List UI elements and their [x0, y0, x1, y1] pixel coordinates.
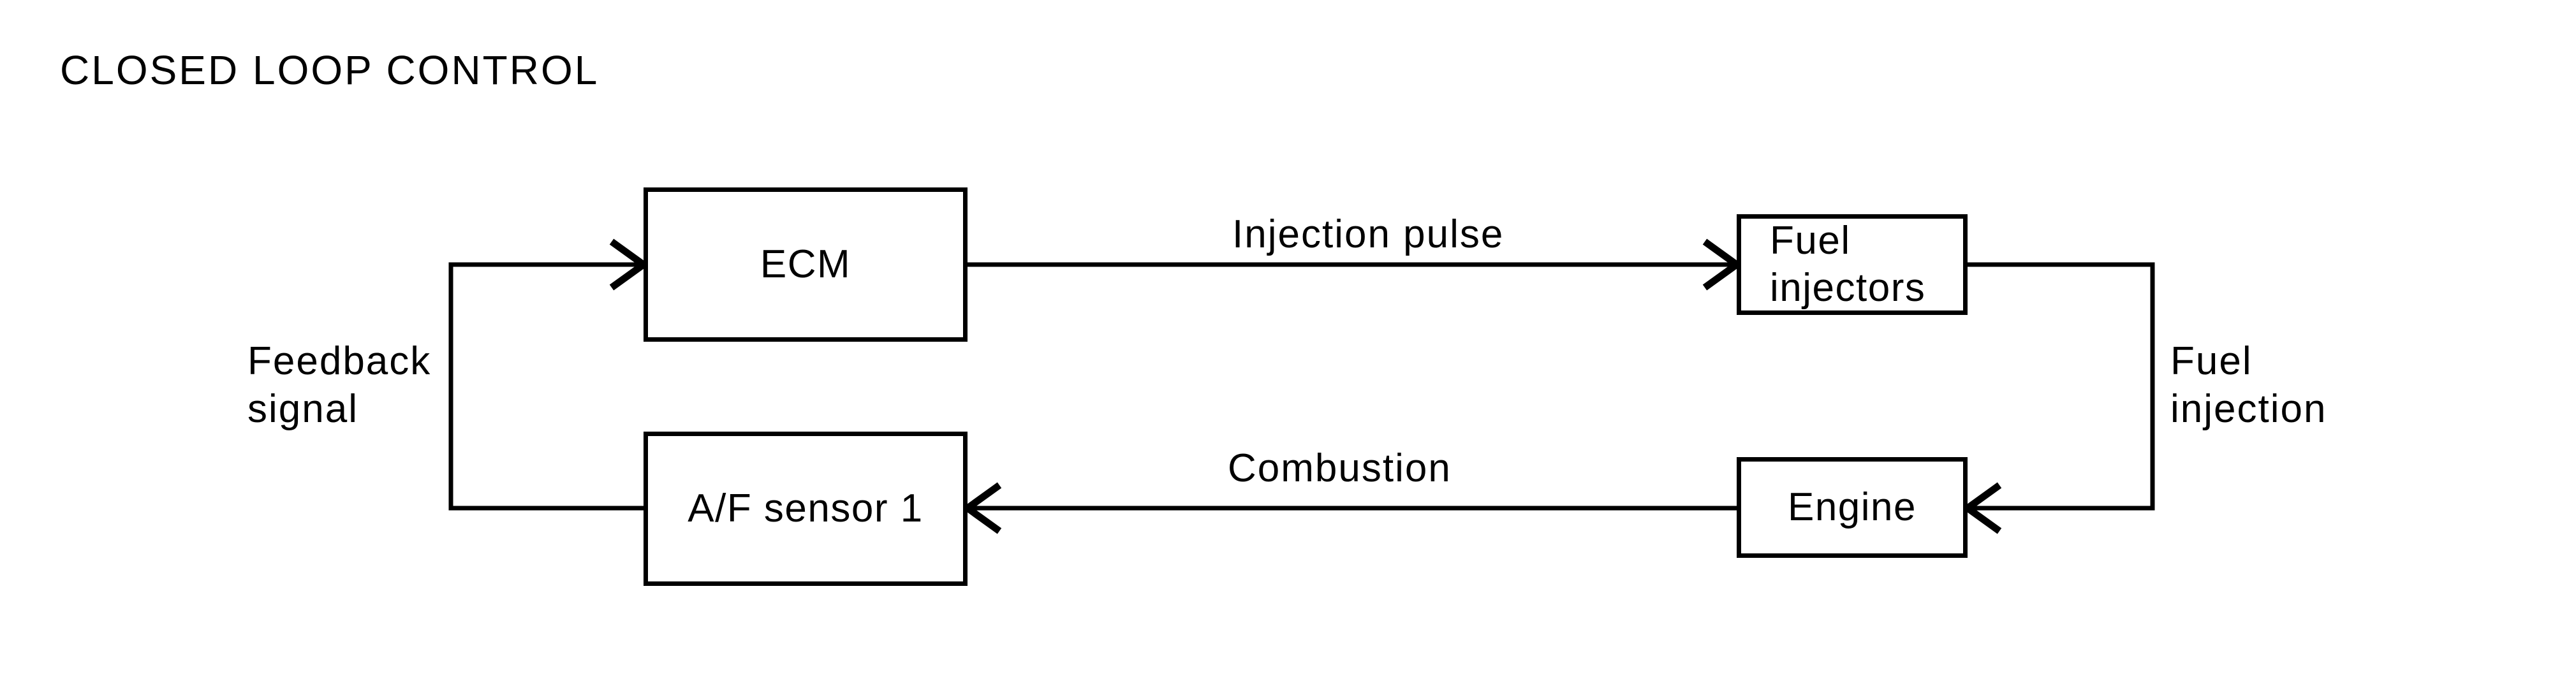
edge-label-injection-pulse: Injection pulse: [1232, 212, 1505, 256]
edge-label-feedback-signal: Feedback signal: [247, 339, 432, 431]
arrowhead-into-engine-icon: [1961, 482, 2002, 534]
node-af-sensor: A/F sensor 1: [644, 432, 968, 586]
node-fuel-injectors-label: Fuel injectors: [1770, 219, 1926, 310]
node-ecm-label: ECM: [760, 242, 851, 286]
node-af-sensor-label: A/F sensor 1: [688, 486, 924, 530]
edge-label-combustion: Combustion: [1228, 446, 1452, 490]
node-engine: Engine: [1737, 457, 1968, 558]
page-title: CLOSED LOOP CONTROL: [60, 47, 600, 93]
arrowhead-into-af-sensor-icon: [961, 482, 1002, 534]
node-fuel-injectors: Fuel injectors: [1737, 214, 1968, 315]
edge-label-fuel-injection: Fuel injection: [2170, 339, 2327, 431]
node-engine-label: Engine: [1787, 485, 1917, 529]
edge-fuel-injectors-to-engine-line: [1968, 262, 2155, 511]
node-ecm: ECM: [644, 187, 968, 342]
edge-af-sensor-to-ecm-line: [448, 262, 644, 511]
